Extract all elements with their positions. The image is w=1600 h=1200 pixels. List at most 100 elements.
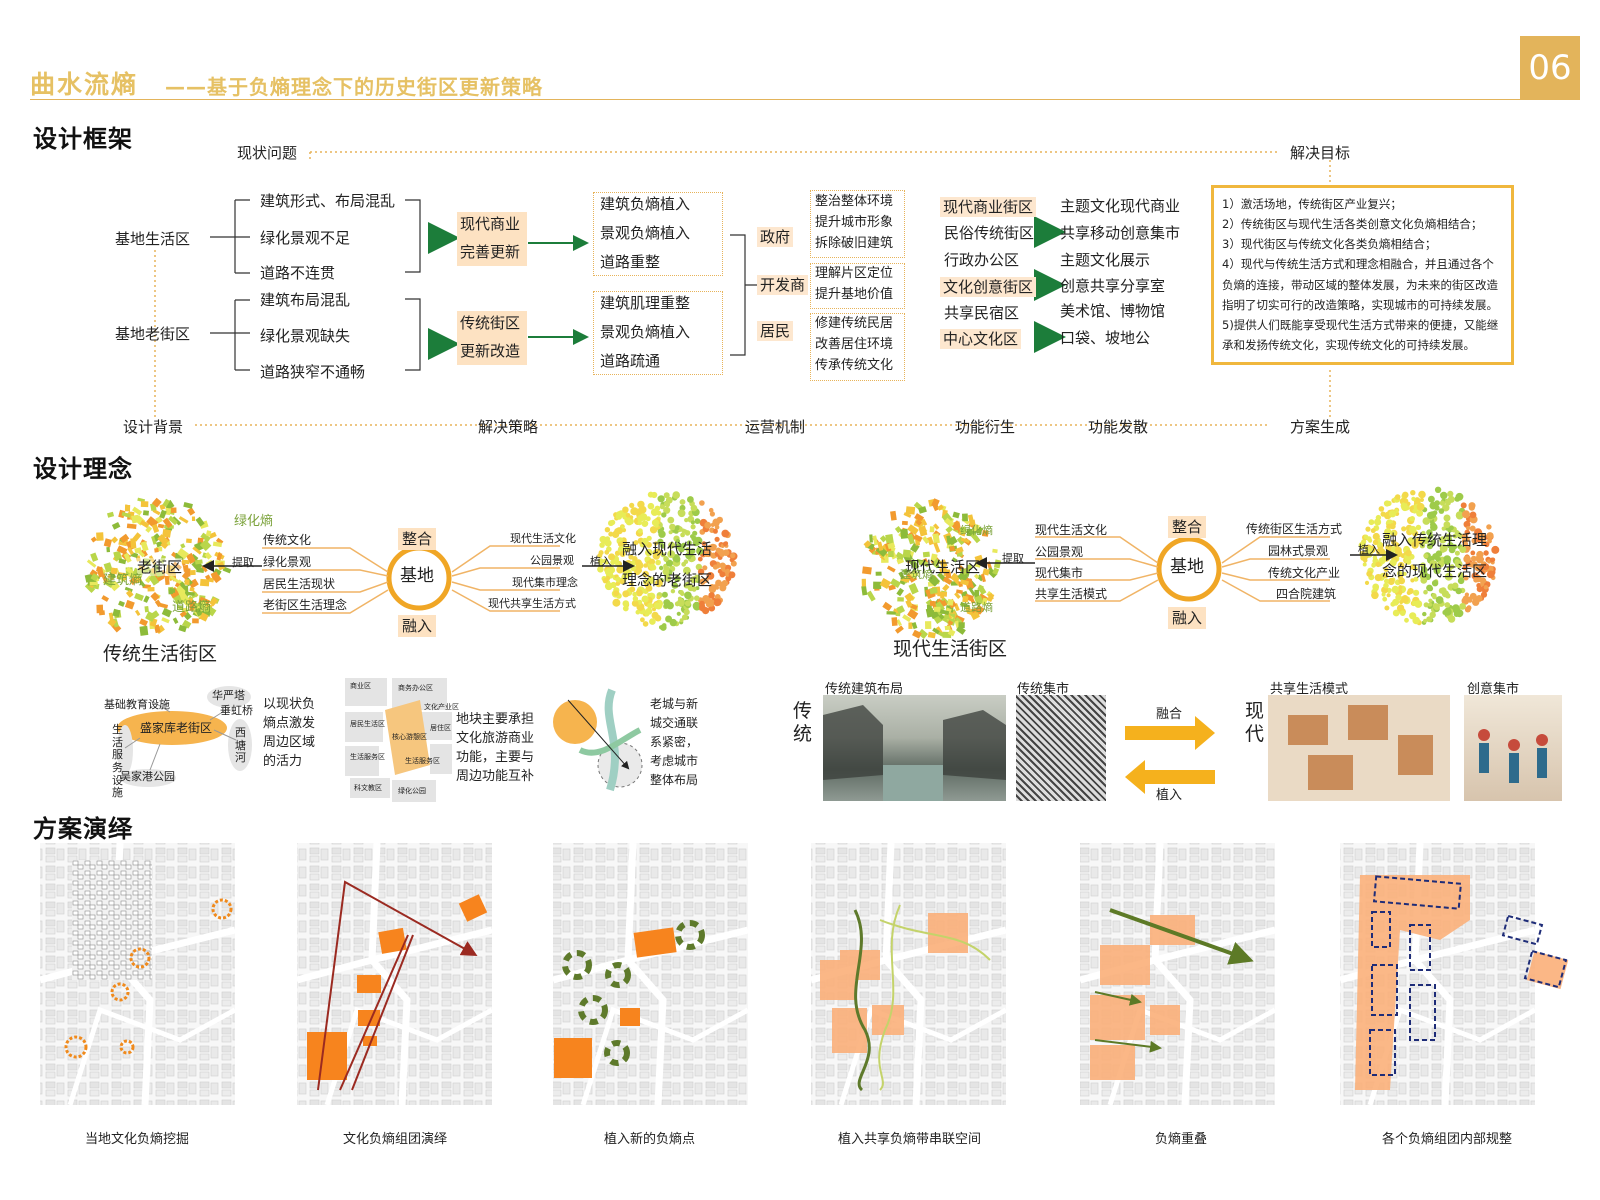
mosaic-tile	[933, 606, 941, 612]
concept-left-result: 融入现代生活	[622, 540, 713, 558]
concept-right-ritem: 四合院建筑	[1276, 587, 1337, 601]
mosaic-dot	[713, 599, 721, 607]
mosaic-tile	[195, 516, 205, 527]
mosaic-dot	[634, 568, 641, 576]
mosaic-dot	[1397, 574, 1404, 580]
mosaic-dot	[1365, 526, 1371, 532]
fw-measures-old-box	[593, 291, 723, 375]
fw-goal: 4）现代与传统生活方式和理念相融合，并且通过各个负熵的连接，带动区域的整体发展，…	[1222, 257, 1498, 312]
map-road	[296, 842, 493, 1106]
mosaic-dot	[667, 550, 676, 558]
mosaic-tile	[125, 566, 135, 576]
mosaic-tile	[212, 541, 223, 548]
mosaic-dot	[683, 582, 690, 589]
mosaic-dot	[646, 576, 655, 585]
mosaic-dot	[1383, 567, 1389, 572]
mosaic-dot	[1375, 561, 1381, 568]
mosaic-dot	[1463, 575, 1469, 581]
mosaic-tile	[177, 548, 189, 560]
mosaic-tile	[894, 625, 904, 634]
mosaic-dot	[1396, 604, 1405, 612]
mosaic-dot	[1421, 571, 1428, 578]
mosaic-dot	[1434, 486, 1442, 493]
mosaic-dot	[1468, 504, 1475, 511]
fw-strategy: 现代商业	[460, 215, 521, 233]
mosaic-dot	[690, 556, 696, 562]
mosaic-tile	[111, 522, 121, 530]
mosaic-dot	[1447, 537, 1453, 542]
mosaic-tile	[945, 525, 954, 534]
d1-text: 的活力	[263, 754, 303, 769]
mosaic-tile	[945, 571, 952, 579]
mosaic-dot	[666, 601, 674, 610]
mosaic-tile	[895, 551, 905, 560]
d1-text: 以现状负	[263, 697, 316, 712]
mosaic-dot	[1413, 576, 1419, 582]
mosaic-tile	[918, 506, 927, 514]
mosaic-tile	[937, 504, 944, 511]
fw-problem: 建筑形式、布局混乱	[260, 192, 396, 210]
mosaic-dot	[1378, 557, 1386, 565]
mosaic-dot	[1412, 508, 1418, 514]
mosaic-dot	[625, 546, 630, 551]
fw-derived: 共享移动创意集市	[1060, 224, 1181, 242]
mosaic-tile	[116, 545, 128, 555]
mosaic-dot	[1486, 570, 1495, 579]
fw-site-life: 基地生活区	[115, 230, 191, 248]
fw-strategy: 完善更新	[460, 243, 521, 261]
mosaic-tile	[885, 534, 894, 545]
d2-label: 生活服务区	[405, 757, 440, 765]
mosaic-dot	[653, 541, 659, 546]
photo-caption: 共享生活模式	[1270, 682, 1349, 697]
mosaic-tile	[195, 607, 203, 617]
mosaic-dot	[1476, 595, 1483, 602]
mosaic-dot	[660, 543, 666, 549]
d1-label-vertical: 西塘河	[235, 726, 246, 765]
mosaic-dot	[663, 500, 670, 507]
mosaic-tile	[927, 574, 941, 587]
mosaic-dot	[699, 600, 705, 607]
mosaic-dot	[680, 532, 685, 538]
mosaic-tile	[168, 587, 176, 593]
mosaic-tile	[161, 607, 172, 618]
mosaic-tile	[147, 587, 155, 592]
mosaic-dot	[1444, 498, 1451, 506]
mosaic-tile	[162, 528, 172, 538]
mosaic-dot	[704, 521, 712, 529]
mosaic-tile	[931, 558, 941, 568]
mosaic-tile	[96, 532, 104, 541]
mosaic-tile	[959, 526, 968, 534]
concept-right-ritem: 传统文化产业	[1268, 566, 1341, 580]
d2-label: 科文教区	[354, 784, 382, 792]
mosaic-dot	[1410, 578, 1415, 583]
mosaic-dot	[1403, 498, 1409, 504]
mosaic-tile	[933, 523, 940, 530]
scheme-caption: 植入新的负熵点	[604, 1132, 696, 1147]
mosaic-tile	[947, 620, 954, 626]
mosaic-dot	[621, 573, 629, 581]
mosaic-tile	[909, 569, 919, 579]
fw-top-right: 解决目标	[1290, 144, 1351, 162]
mosaic-dot	[714, 524, 720, 530]
mosaic-dot	[661, 591, 668, 598]
mosaic-dot	[712, 528, 718, 534]
concept-right-tag: 道路熵	[960, 601, 993, 614]
mosaic-tile	[155, 570, 164, 578]
mosaic-tile	[942, 576, 953, 585]
d2-text: 周边功能互补	[456, 769, 535, 784]
mosaic-tile	[124, 586, 133, 593]
fw-actor-dev: 开发商	[757, 275, 809, 295]
mosaic-dot	[730, 560, 737, 567]
mosaic-dot	[1451, 582, 1459, 590]
mosaic-tile	[908, 582, 919, 595]
mosaic-dot	[663, 556, 669, 562]
mosaic-dot	[632, 591, 638, 597]
mosaic-dot	[677, 509, 686, 518]
mosaic-tile	[123, 552, 132, 563]
mosaic-dot	[1381, 592, 1386, 597]
mosaic-dot	[1370, 528, 1376, 534]
mosaic-dot	[1372, 532, 1380, 541]
mosaic-dot	[687, 496, 694, 503]
mosaic-dot	[1389, 559, 1397, 567]
fw-bottom: 解决策略	[478, 418, 539, 436]
